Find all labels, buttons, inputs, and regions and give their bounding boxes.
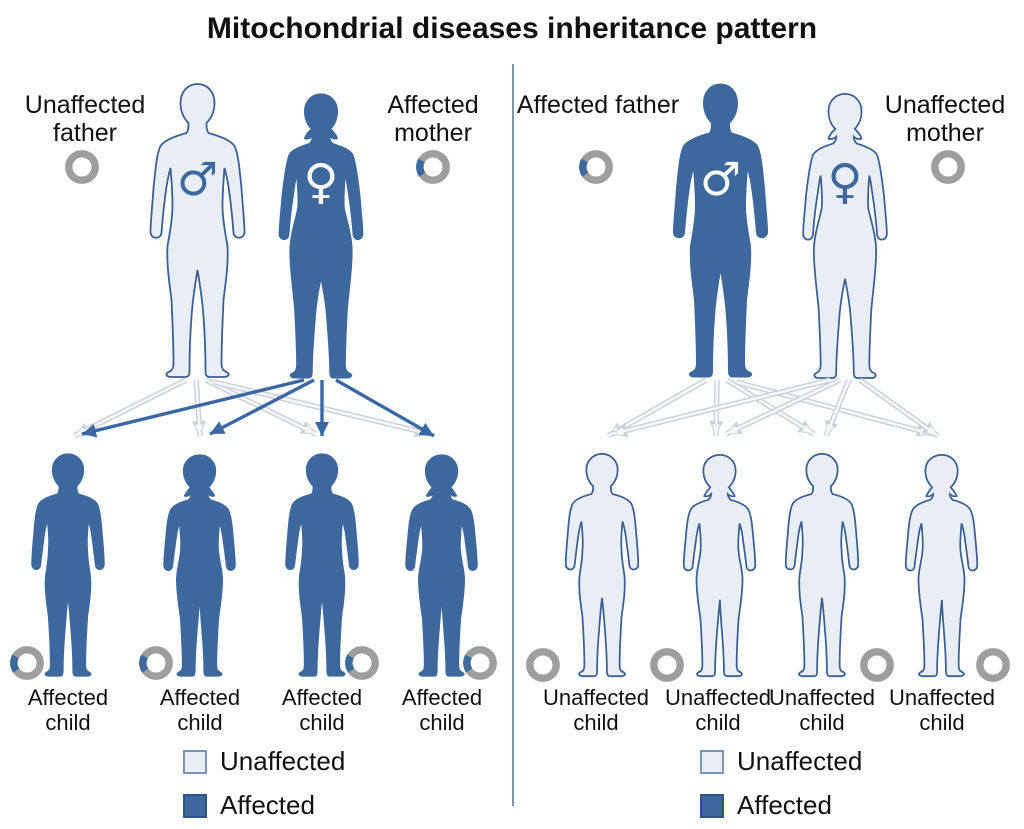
affected-swatch [700, 793, 724, 818]
legend-item-unaffected: Unaffected [183, 746, 345, 777]
panel-divider [512, 64, 514, 806]
right-child-1-label: Unaffected child [542, 685, 649, 735]
left-child-3-mito-ring [343, 644, 381, 682]
left-father-mito-ring [63, 148, 101, 186]
legend-label: Affected [220, 790, 315, 820]
right-legend: Unaffected Affected [700, 746, 862, 829]
legend-item-affected: Affected [700, 790, 862, 821]
left-child-1-mito-ring [8, 644, 46, 682]
right-child-3-figure [774, 450, 870, 685]
right-father-arrows [606, 377, 933, 439]
female-symbol-icon: ♀ [303, 154, 339, 210]
right-child-1-silhouette [554, 450, 650, 685]
legend-label: Unaffected [737, 746, 863, 776]
right-child-4-mito-ring [974, 646, 1012, 684]
right-mother-mito-ring [929, 148, 967, 186]
left-mother-label: Affected mother [387, 91, 479, 147]
male-symbol-icon: ♂ [176, 152, 219, 206]
right-child-3-mito-ring [858, 646, 896, 684]
left-child-2-mito-ring [137, 644, 175, 682]
right-father-silhouette [663, 80, 778, 380]
left-child-1-label: Affected child [27, 685, 109, 735]
right-child-4-label: Unaffected child [888, 685, 995, 735]
female-symbol-icon: ♀ [827, 154, 863, 210]
left-child-4-label: Affected child [401, 685, 483, 735]
left-father-silhouette [140, 80, 255, 380]
right-child-2-silhouette [672, 450, 768, 685]
right-father-mito-ring [577, 148, 615, 186]
right-mother-arrows [611, 377, 940, 439]
unaffected-swatch [183, 749, 207, 774]
left-mother-arrows [81, 378, 435, 438]
legend-label: Unaffected [220, 746, 346, 776]
left-mother-mito-ring [414, 148, 452, 186]
legend-item-unaffected: Unaffected [700, 746, 862, 777]
legend-item-affected: Affected [183, 790, 345, 821]
right-mother-figure: ♀ [789, 88, 901, 380]
male-symbol-icon: ♂ [699, 152, 742, 206]
right-father-figure: ♂ [663, 80, 778, 380]
right-father-label: Affected father [516, 91, 680, 119]
left-legend: Unaffected Affected [183, 746, 345, 829]
right-child-1-mito-ring [524, 646, 562, 684]
right-child-2-figure [672, 450, 768, 685]
legend-label: Affected [737, 790, 832, 820]
right-child-3-label: Unaffected child [768, 685, 875, 735]
right-child-3-silhouette [774, 450, 870, 685]
left-father-figure: ♂ [140, 80, 255, 380]
left-mother-figure: ♀ [265, 88, 377, 380]
left-child-2-label: Affected child [159, 685, 241, 735]
left-child-4-mito-ring [461, 644, 499, 682]
right-mother-label: Unaffected mother [884, 91, 1006, 147]
right-child-2-label: Unaffected child [664, 685, 771, 735]
right-child-1-figure [554, 450, 650, 685]
left-father-label: Unaffected father [24, 91, 146, 147]
left-father-arrows [72, 377, 431, 439]
affected-swatch [183, 793, 207, 818]
right-child-2-mito-ring [648, 646, 686, 684]
left-child-3-label: Affected child [281, 685, 363, 735]
diagram-title: Mitochondrial diseases inheritance patte… [206, 12, 818, 45]
unaffected-swatch [700, 749, 724, 774]
